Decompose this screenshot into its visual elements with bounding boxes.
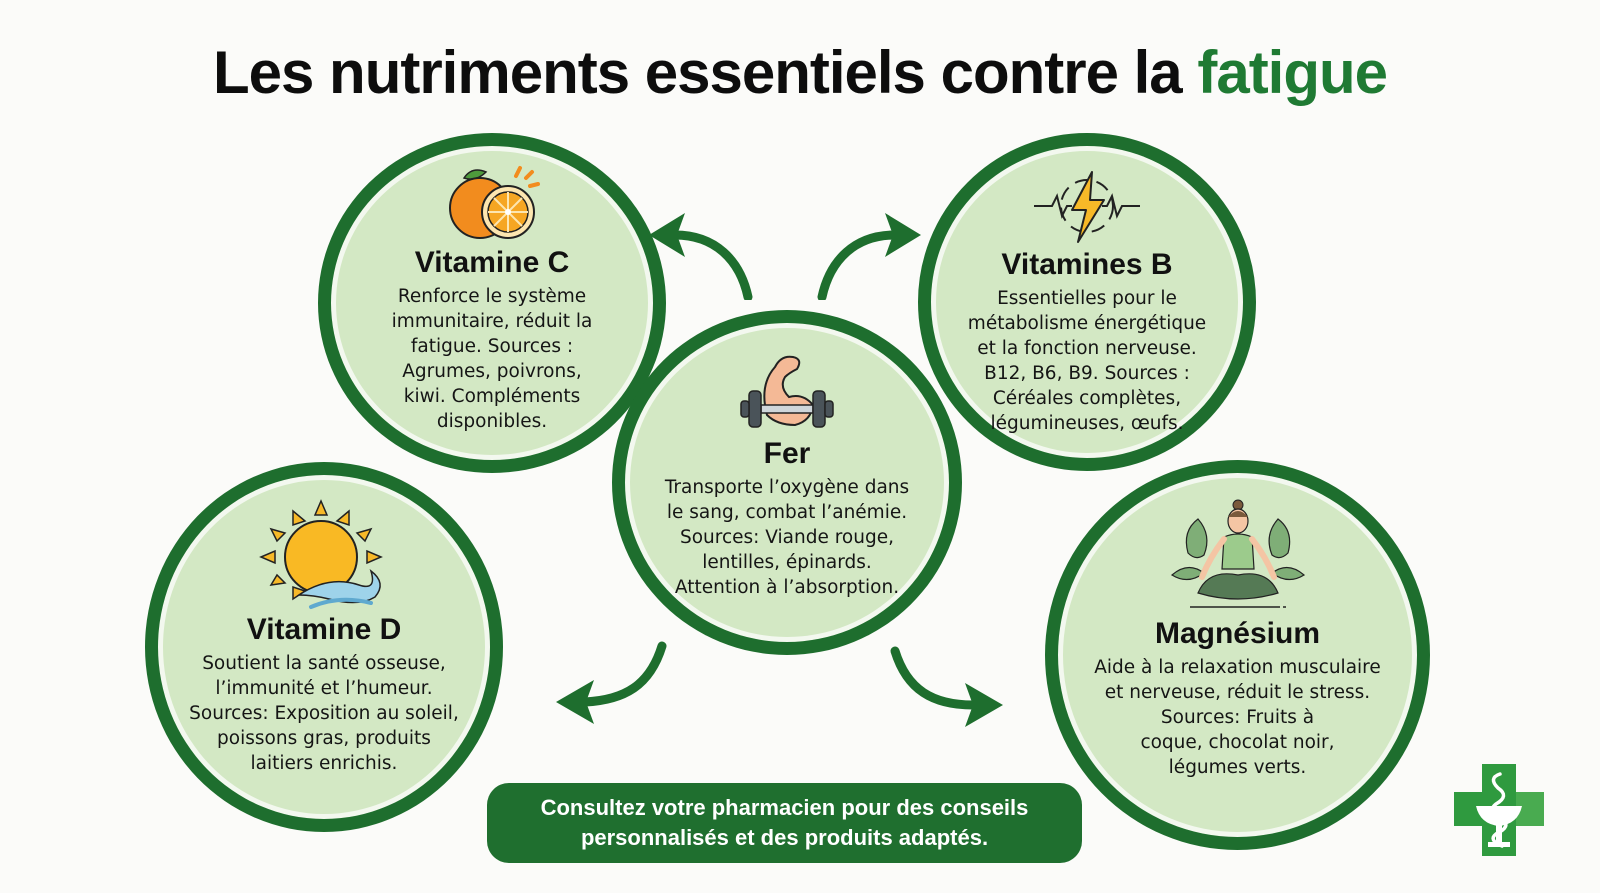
sun-wave-icon bbox=[259, 499, 383, 609]
node-title: Fer bbox=[763, 437, 811, 470]
node-title: Vitamine D bbox=[246, 613, 402, 646]
node-fer: Fer Transporte l’oxygène dans le sang, c… bbox=[612, 310, 962, 655]
title-accent: fatigue bbox=[1197, 39, 1388, 106]
node-vitamines-b: Vitamines B Essentielles pour le métabol… bbox=[918, 133, 1256, 471]
node-description: Soutient la santé osseuse, l’immunité et… bbox=[189, 653, 459, 774]
meditation-person-icon bbox=[1170, 499, 1305, 608]
cta-line-1: Consultez votre pharmacien pour des cons… bbox=[540, 795, 1029, 820]
node-description: Transporte l’oxygène dans le sang, comba… bbox=[664, 477, 910, 598]
title-main: Les nutriments essentiels contre la bbox=[212, 39, 1198, 106]
lightning-pulse-icon bbox=[1034, 171, 1140, 243]
page-title: Les nutriments essentiels contre la fati… bbox=[0, 38, 1600, 107]
node-title: Magnésium bbox=[1154, 617, 1321, 650]
arrow-to-vitamine-c-icon bbox=[649, 213, 753, 300]
arrow-to-magnesium-icon bbox=[890, 646, 1003, 727]
orange-fruit-icon bbox=[449, 166, 540, 239]
pharmacist-cta-banner: Consultez votre pharmacien pour des cons… bbox=[487, 783, 1082, 863]
node-title: Vitamine C bbox=[414, 246, 570, 279]
node-vitamine-d: Vitamine D Soutient la santé osseuse, l’… bbox=[145, 462, 503, 832]
cta-line-2: personnalisés et des produits adaptés. bbox=[580, 825, 989, 850]
arrow-to-vitamines-b-icon bbox=[817, 213, 921, 300]
node-title: Vitamines B bbox=[1001, 248, 1173, 281]
node-description: Renforce le système immunitaire, réduit … bbox=[391, 286, 593, 432]
node-description: Aide à la relaxation musculaire et nerve… bbox=[1094, 657, 1381, 778]
node-description: Essentielles pour le métabolisme énergét… bbox=[967, 288, 1207, 434]
flexed-arm-dumbbell-icon bbox=[740, 355, 834, 428]
node-magnesium: Magnésium Aide à la relaxation musculair… bbox=[1045, 460, 1430, 850]
arrow-to-vitamine-d-icon bbox=[556, 641, 667, 724]
pharmacy-cross-icon bbox=[1454, 764, 1544, 856]
node-vitamine-c: Vitamine C Renforce le système immunitai… bbox=[318, 133, 666, 473]
